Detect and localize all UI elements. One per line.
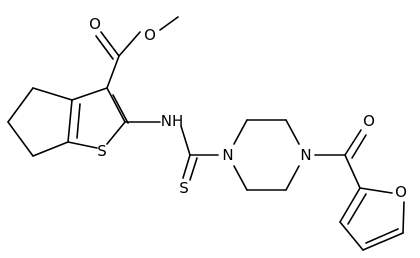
- atom-ester-alkoxy-o: O: [144, 26, 156, 44]
- bond-cco-furan-c2: [344, 154, 361, 189]
- bond-fc4-fc5-double: [365, 228, 399, 244]
- bonds: [7, 16, 405, 251]
- bond-fc2-fc3-double: [347, 193, 367, 225]
- bond-c6-c7a: [32, 141, 69, 157]
- bond-c2-s: [106, 121, 126, 145]
- atom-thiophene-s: S: [97, 142, 107, 160]
- bond-c4-c5: [7, 87, 34, 123]
- bond-cc-n4: [285, 165, 300, 191]
- bond-c3-c2-double: [112, 94, 129, 124]
- bond-carbonyl-c-c3: [106, 55, 120, 89]
- bond-s-c7a: [67, 141, 98, 149]
- atom-piperazine-n1: N: [222, 146, 233, 164]
- atom-ketone-o: O: [363, 112, 375, 130]
- bond-carbonyl-c-o-double-a: [100, 31, 120, 57]
- bond-c3-c2: [106, 87, 126, 123]
- bond-n1-cd: [233, 165, 248, 191]
- bond-c3a-c3: [71, 87, 108, 101]
- bond-c7a-c3a: [67, 99, 73, 143]
- bond-c5-c6: [7, 121, 34, 157]
- bond-nh-cs: [180, 125, 191, 156]
- atom-amine-nh: NH: [161, 112, 184, 130]
- atom-thioamide-s: S: [179, 179, 189, 197]
- bond-o-carbonyl-c: [118, 31, 141, 57]
- bond-fc2-fc3: [339, 187, 361, 223]
- bond-c7a-c3a-double: [76, 103, 81, 139]
- bond-methyl-o: [159, 16, 179, 31]
- bond-fc5-fo: [402, 201, 405, 234]
- bond-c3a-c4: [32, 87, 73, 101]
- bond-n1-ca: [233, 119, 248, 145]
- bond-fc4-fc5: [362, 232, 404, 251]
- atom-ester-carbonyl-o: O: [89, 15, 101, 33]
- bond-cb-n4: [285, 119, 300, 145]
- bond-cco-o-double-a: [344, 129, 362, 156]
- atom-piperazine-n4: N: [300, 146, 311, 164]
- bond-fc3-fc4: [339, 221, 364, 251]
- bond-fo-fc2: [359, 187, 393, 194]
- bond-cco-o-double-b: [351, 134, 367, 159]
- bond-cs-s-double-b: [189, 157, 198, 181]
- bond-cs-s-double-a: [182, 154, 191, 179]
- atom-labels: O O S NH S N N O O: [89, 15, 407, 201]
- atom-furan-o: O: [395, 183, 407, 201]
- bond-carbonyl-c-o-double-b: [95, 35, 114, 60]
